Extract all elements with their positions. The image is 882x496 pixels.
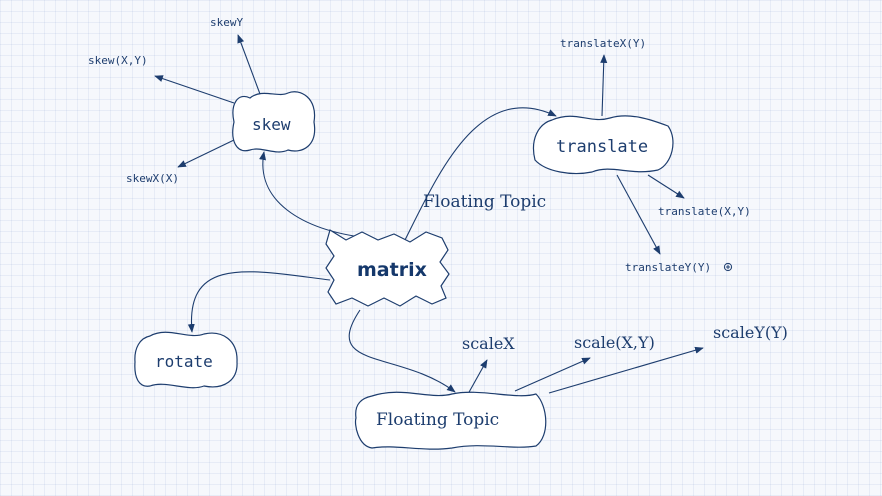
subtopic-skewY[interactable]: skewY — [210, 16, 244, 29]
node-skew-shape[interactable] — [232, 91, 316, 153]
connector-matrix-rotate — [187, 271, 331, 333]
connector-translate-translateX — [600, 54, 608, 117]
subtopic-translateXY[interactable]: translate(X,Y) — [658, 205, 751, 218]
node-rotate-shape[interactable] — [134, 331, 238, 389]
floating-topic-label[interactable]: Floating Topic — [423, 192, 547, 212]
connector-scale-scaleY — [548, 346, 704, 394]
node-scale-shape[interactable] — [354, 391, 547, 450]
node-matrix-shape[interactable] — [325, 229, 450, 307]
central-topic-label[interactable]: matrix — [357, 259, 427, 281]
topic-rotate-label[interactable]: rotate — [155, 352, 213, 371]
connector-skew-skewY — [237, 34, 261, 95]
subtopic-translateX[interactable]: translateX(Y) — [560, 37, 647, 50]
connector-matrix-scale — [348, 309, 456, 393]
connector-translate-translateY — [616, 174, 661, 255]
subtopic-translateY[interactable]: translateY(Y) — [625, 261, 712, 274]
connector-scale-scaleXY — [514, 357, 591, 392]
subtopic-scaleXY[interactable]: scale(X,Y) — [574, 333, 655, 352]
topic-scale-label[interactable]: Floating Topic — [376, 410, 500, 430]
connector-translate-translateXY — [647, 174, 685, 199]
subtopic-scaleX[interactable]: scaleX — [462, 334, 515, 353]
node-translate-shape[interactable] — [532, 115, 674, 175]
subtopic-skewX[interactable]: skewX(X) — [126, 172, 179, 185]
subtopic-skewXY[interactable]: skew(X,Y) — [88, 54, 148, 67]
connector-skew-skewX — [177, 139, 235, 168]
topic-skew-label[interactable]: skew — [252, 115, 291, 134]
subtopic-scaleY[interactable]: scaleY(Y) — [713, 323, 788, 342]
plus-circle-icon[interactable] — [723, 262, 733, 272]
connector-scale-scaleX — [467, 359, 488, 395]
topic-translate-label[interactable]: translate — [556, 137, 649, 157]
connector-matrix-skew — [259, 151, 369, 239]
connectors — [154, 34, 704, 395]
connector-matrix-translate — [404, 107, 557, 241]
connector-skew-skewXY — [154, 75, 235, 104]
